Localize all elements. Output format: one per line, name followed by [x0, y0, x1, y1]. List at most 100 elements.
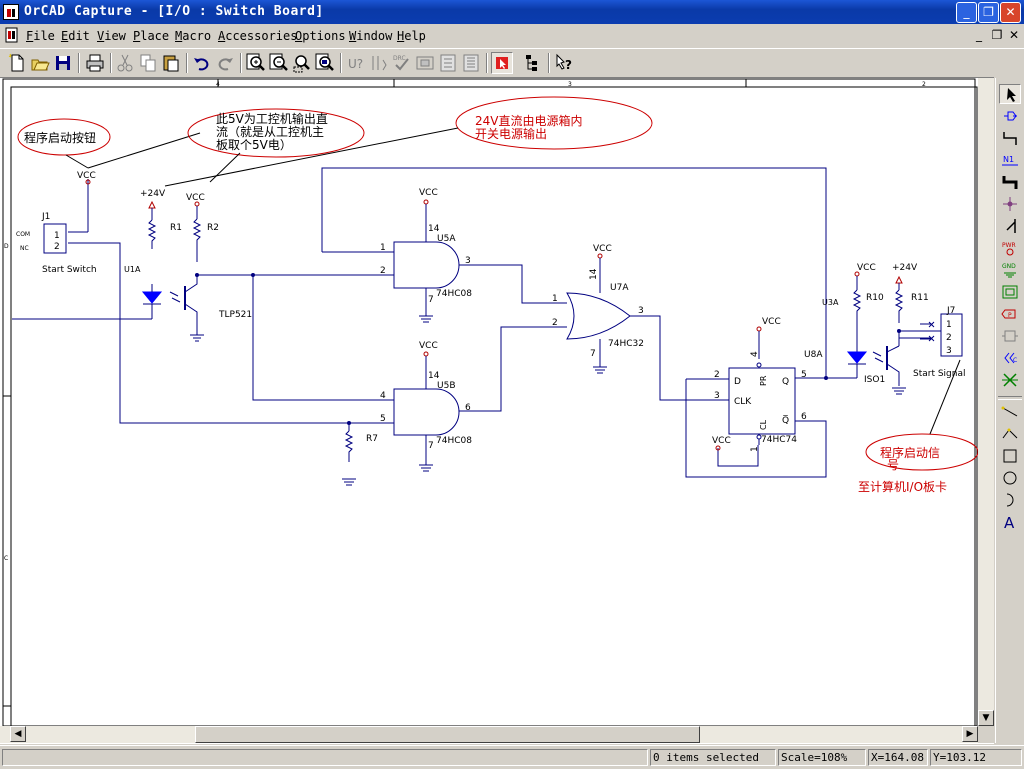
place-pin-icon[interactable]: [999, 326, 1021, 346]
svg-text:3: 3: [714, 391, 720, 401]
menu-view[interactable]: View: [97, 29, 126, 43]
paste-icon[interactable]: [160, 52, 182, 74]
print-icon[interactable]: [84, 52, 106, 74]
scroll-left-arrow-icon[interactable]: ◀: [10, 726, 26, 742]
optocoupler-u1a[interactable]: U1A TLP521: [124, 265, 252, 342]
save-icon[interactable]: [52, 52, 74, 74]
place-net-alias-icon[interactable]: N1: [999, 150, 1021, 170]
toolbar: U? DRC ?: [0, 48, 1024, 77]
svg-text:6: 6: [465, 403, 471, 413]
flip-flop-u8a[interactable]: D CLK Q Q̅ PR CL 2 3 5 6 4 1 U8A 74HC74: [714, 350, 823, 452]
place-port-icon[interactable]: P: [999, 304, 1021, 324]
svg-text:4: 4: [750, 351, 760, 357]
new-icon[interactable]: [6, 52, 28, 74]
mdi-close-button[interactable]: ✕: [1008, 28, 1020, 42]
horizontal-scroll-thumb[interactable]: [195, 726, 700, 743]
back-annotate-icon[interactable]: [368, 52, 390, 74]
maximize-button[interactable]: ❐: [978, 2, 999, 23]
place-line-icon[interactable]: [999, 402, 1021, 422]
svg-text:流（就是从工控机主: 流（就是从工控机主: [216, 125, 324, 139]
place-arc-icon[interactable]: [999, 490, 1021, 510]
mdi-minimize-button[interactable]: _: [976, 28, 982, 42]
bom-icon[interactable]: [460, 52, 482, 74]
place-bus-entry-icon[interactable]: [999, 216, 1021, 236]
place-part-icon[interactable]: [999, 106, 1021, 126]
place-no-connect-icon[interactable]: [999, 370, 1021, 390]
resistors[interactable]: [147, 218, 904, 462]
svg-text:74HC74: 74HC74: [761, 435, 797, 445]
menu-edit[interactable]: Edit: [61, 29, 90, 43]
svg-text:3: 3: [465, 256, 471, 266]
place-polyline-icon[interactable]: [999, 424, 1021, 444]
svg-text:U5B: U5B: [437, 381, 456, 391]
place-text-icon[interactable]: A: [999, 512, 1021, 532]
menu-macro[interactable]: Macro: [175, 29, 212, 43]
optocoupler-iso1[interactable]: U3A ISO1: [822, 298, 906, 395]
undo-icon[interactable]: [191, 52, 213, 74]
place-ellipse-icon[interactable]: [999, 468, 1021, 488]
cut-icon[interactable]: [114, 52, 136, 74]
netlist-icon[interactable]: [414, 52, 436, 74]
copy-icon[interactable]: [137, 52, 159, 74]
schematic-page[interactable]: 4 3 2 D C: [0, 78, 978, 726]
svg-text:ISO1: ISO1: [864, 375, 885, 385]
place-power-icon[interactable]: PWR: [999, 238, 1021, 258]
menu-options[interactable]: Options: [295, 29, 346, 43]
svg-text:GND: GND: [1002, 263, 1016, 270]
zoom-out-icon[interactable]: [268, 52, 290, 74]
place-rectangle-icon[interactable]: [999, 446, 1021, 466]
place-ground-icon[interactable]: GND: [999, 260, 1021, 280]
orcad-app-icon[interactable]: [3, 4, 19, 20]
menu-file[interactable]: File: [26, 29, 55, 43]
place-bus-icon[interactable]: [999, 172, 1021, 192]
scroll-down-arrow-icon[interactable]: ▼: [978, 710, 994, 726]
connector-j1[interactable]: 1 2 J1 Start Switch COM NC: [16, 212, 97, 275]
cross-ref-icon[interactable]: [437, 52, 459, 74]
menu-window[interactable]: Window: [349, 29, 393, 43]
svg-text:1: 1: [380, 243, 386, 253]
svg-text:Q: Q: [782, 377, 789, 387]
svg-text:U1A: U1A: [124, 265, 141, 274]
place-hierarchical-block-icon[interactable]: [999, 282, 1021, 302]
and-gate-u5b[interactable]: 4 5 6 14 7 U5B 74HC08: [380, 371, 472, 472]
zoom-area-icon[interactable]: [291, 52, 313, 74]
menu-help[interactable]: Help: [397, 29, 426, 43]
open-icon[interactable]: [29, 52, 51, 74]
or-gate-u7a[interactable]: 1 2 3 14 7 U7A 74HC32: [552, 268, 644, 374]
svg-text:7: 7: [590, 349, 596, 359]
scroll-right-arrow-icon[interactable]: ▶: [962, 726, 978, 742]
menu-place[interactable]: Place: [133, 29, 170, 43]
minimize-button[interactable]: _: [956, 2, 977, 23]
mdi-restore-button[interactable]: ❐: [991, 28, 1003, 42]
help-icon[interactable]: ?: [553, 52, 575, 74]
svg-text:U7A: U7A: [610, 283, 629, 293]
place-junction-icon[interactable]: [999, 194, 1021, 214]
place-wire-icon[interactable]: [999, 128, 1021, 148]
svg-text:板取个5V电）: 板取个5V电）: [216, 138, 292, 152]
svg-text:1: 1: [54, 231, 60, 241]
connector-j7[interactable]: 1 2 3 J7 Start Signal: [913, 306, 966, 379]
snap-grid-icon[interactable]: [491, 52, 513, 74]
place-off-page-icon[interactable]: C: [999, 348, 1021, 368]
zoom-all-icon[interactable]: [314, 52, 336, 74]
svg-text:R11: R11: [911, 293, 929, 303]
menu-accessories[interactable]: Accessories: [218, 29, 298, 43]
vertical-scrollbar[interactable]: ▼: [978, 78, 994, 726]
horizontal-scrollbar[interactable]: ◀ ▶: [0, 726, 978, 743]
and-gate-u5a[interactable]: 1 2 3 14 7 U5A 74HC08: [380, 224, 472, 323]
svg-text:1: 1: [552, 294, 558, 304]
select-tool-icon[interactable]: [999, 84, 1021, 104]
project-manager-icon[interactable]: [522, 52, 544, 74]
drc-icon[interactable]: DRC: [391, 52, 413, 74]
status-selection: 0 items selected: [650, 749, 776, 766]
status-y: Y=103.12: [930, 749, 1022, 766]
redo-icon[interactable]: [214, 52, 236, 74]
schematic-canvas[interactable]: 4 3 2 D C: [0, 77, 994, 744]
svg-text:VCC: VCC: [77, 171, 96, 181]
ruler-label: C: [4, 555, 8, 562]
zoom-in-icon[interactable]: [245, 52, 267, 74]
annotate-icon[interactable]: U?: [345, 52, 367, 74]
close-button[interactable]: ✕: [1000, 2, 1021, 23]
document-icon[interactable]: [4, 27, 20, 43]
svg-text:Start Switch: Start Switch: [42, 265, 97, 275]
